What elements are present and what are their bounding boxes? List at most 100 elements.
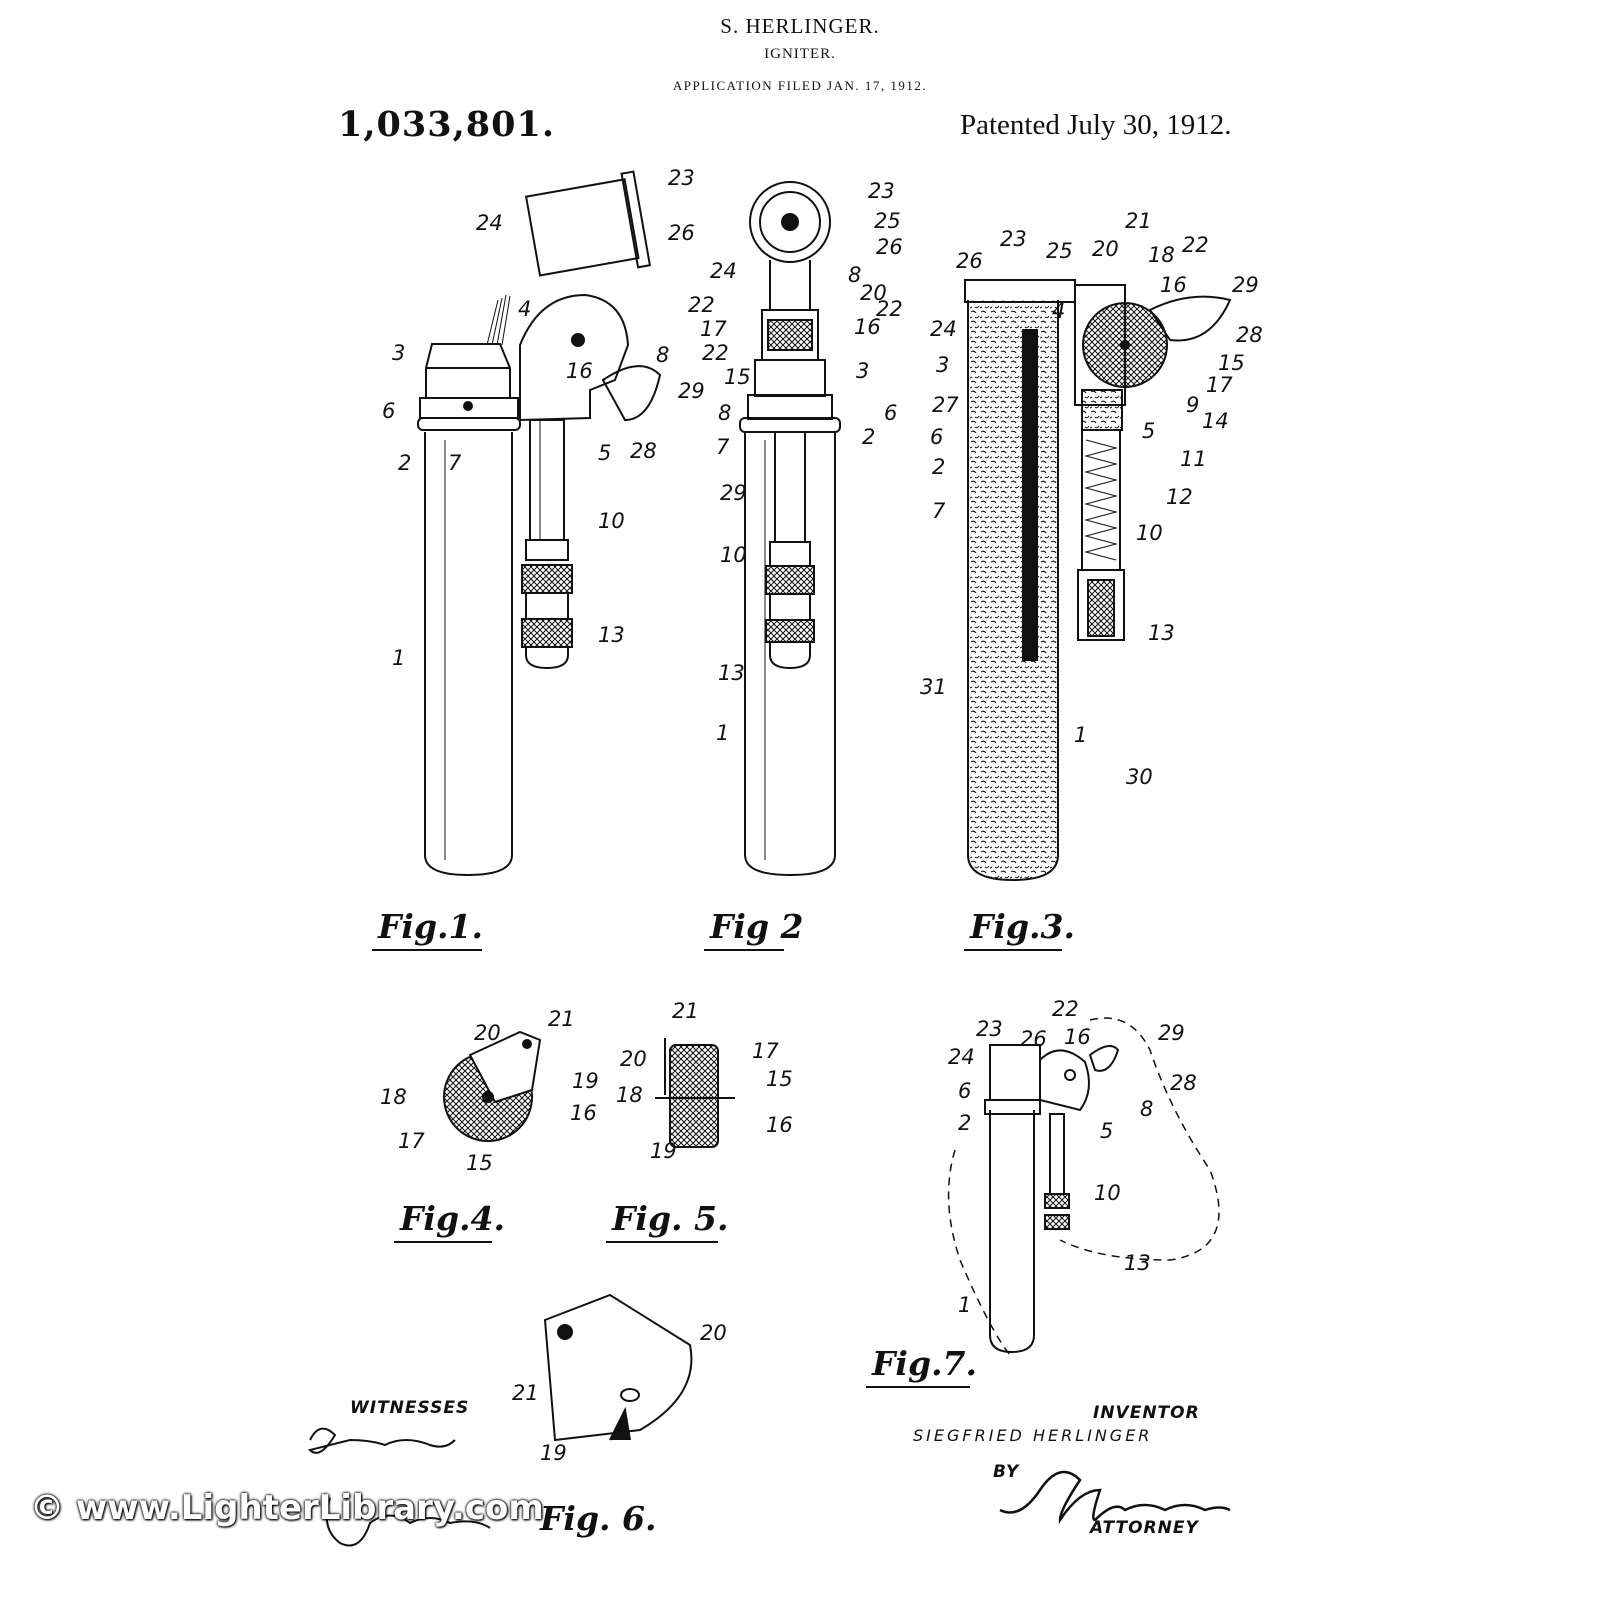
ref-numeral: 28 <box>1236 323 1263 347</box>
ref-numeral: 8 <box>718 401 731 425</box>
caption-underlines <box>372 949 1062 1388</box>
ref-numeral: 29 <box>1232 273 1259 297</box>
ref-numeral: 24 <box>476 211 503 235</box>
ref-numeral: 2 <box>932 455 945 479</box>
ref-numeral: 1 <box>392 646 405 670</box>
ref-numeral: 18 <box>616 1083 643 1107</box>
witness-signatures-image <box>308 1427 491 1547</box>
ref-numeral: 23 <box>976 1017 1003 1041</box>
ref-numeral: 5 <box>1100 1119 1113 1143</box>
ref-numeral: 9 <box>1186 393 1199 417</box>
ref-numeral: 22 <box>688 293 715 317</box>
ref-numeral: 20 <box>1092 237 1119 261</box>
ref-numeral: 10 <box>598 509 625 533</box>
figure-5-drawing <box>655 1038 735 1148</box>
ref-numeral: 23 <box>668 166 695 190</box>
ref-numeral: 16 <box>854 315 881 339</box>
fig-7-caption: Fig.7. <box>871 1344 977 1383</box>
ref-numeral: 21 <box>548 1007 575 1031</box>
figure-4-drawing <box>443 1030 542 1142</box>
ref-numeral: 16 <box>566 359 593 383</box>
ref-numeral: 19 <box>650 1139 677 1163</box>
ref-numeral: 25 <box>1046 239 1073 263</box>
figure-7-drawing <box>947 1017 1220 1356</box>
ref-numeral: 21 <box>672 999 699 1023</box>
ref-numeral: 28 <box>630 439 657 463</box>
ref-numeral: 21 <box>512 1381 539 1405</box>
patent-title: IGNITER. <box>764 46 836 62</box>
ref-numeral: 16 <box>1160 273 1187 297</box>
figure-2-drawing <box>739 181 841 877</box>
figure-1-drawing <box>417 170 662 877</box>
fig-4-caption: Fig.4. <box>399 1199 505 1238</box>
ref-numeral: 26 <box>1020 1027 1047 1051</box>
ref-numeral: 17 <box>752 1039 779 1063</box>
ref-numeral: 6 <box>930 425 943 449</box>
ref-numeral: 29 <box>1158 1021 1185 1045</box>
ref-numeral: 10 <box>1094 1181 1121 1205</box>
ref-numeral: 1 <box>716 721 729 745</box>
ref-numeral: 2 <box>958 1111 971 1135</box>
ref-numeral: 15 <box>1218 351 1245 375</box>
ref-numeral: 26 <box>668 221 695 245</box>
fig3-reference-numerals: 21 23 25 20 18 22 26 16 29 24 4 28 3 15 … <box>920 209 1263 789</box>
ref-numeral: 16 <box>766 1113 793 1137</box>
ref-numeral: 20 <box>860 281 887 305</box>
application-filed-date: APPLICATION FILED JAN. 17, 1912. <box>672 78 928 93</box>
fig7-reference-numerals: 22 23 26 16 29 24 28 6 8 2 5 10 13 1 <box>948 997 1197 1317</box>
fig4-reference-numerals: 21 20 19 18 16 17 15 <box>380 1007 599 1175</box>
ref-numeral: 24 <box>948 1045 975 1069</box>
ref-numeral: 5 <box>1142 419 1155 443</box>
ref-numeral: 29 <box>678 379 705 403</box>
patented-date: Patented July 30, 1912. <box>960 109 1232 141</box>
ref-numeral: 2 <box>862 425 875 449</box>
figure-6-drawing <box>543 1293 693 1442</box>
copyright-watermark: © www.LighterLibrary.com <box>30 1488 544 1528</box>
ref-numeral: 21 <box>1125 209 1152 233</box>
ref-numeral: 8 <box>656 343 669 367</box>
fig-1-caption: Fig.1. <box>377 907 483 946</box>
ref-numeral: 12 <box>1166 485 1193 509</box>
fig1-reference-numerals: 23 24 26 22 4 3 16 8 29 6 28 5 2 7 10 13… <box>382 166 715 670</box>
ref-numeral: 10 <box>1136 521 1163 545</box>
ref-numeral: 13 <box>598 623 625 647</box>
patent-number: 1,033,801. <box>338 104 556 145</box>
ref-numeral: 8 <box>1140 1097 1153 1121</box>
ref-numeral: 7 <box>932 499 946 523</box>
ref-numeral: 3 <box>392 341 405 365</box>
ref-numeral: 27 <box>932 393 959 417</box>
witnesses-label: WITNESSES <box>350 1398 470 1418</box>
attorney-label: ATTORNEY <box>1090 1518 1199 1538</box>
ref-numeral: 3 <box>936 353 949 377</box>
fig-2-caption: Fig 2 <box>709 907 804 946</box>
ref-numeral: 20 <box>700 1321 727 1345</box>
figure-captions: Fig.1. Fig 2 Fig.3. Fig.4. Fig. 5. Fig. … <box>377 907 1075 1538</box>
fig-6-caption: Fig. 6. <box>539 1499 656 1538</box>
ref-numeral: 19 <box>572 1069 599 1093</box>
ref-numeral: 31 <box>920 675 947 699</box>
ref-numeral: 29 <box>720 481 747 505</box>
ref-numeral: 26 <box>956 249 983 273</box>
ref-numeral: 1 <box>958 1293 971 1317</box>
ref-numeral: 8 <box>848 263 861 287</box>
ref-numeral: 19 <box>540 1441 567 1465</box>
ref-numeral: 15 <box>466 1151 493 1175</box>
ref-numeral: 22 <box>876 297 903 321</box>
ref-numeral: 25 <box>874 209 901 233</box>
ref-numeral: 7 <box>716 435 730 459</box>
ref-numeral: 30 <box>1126 765 1153 789</box>
ref-numeral: 22 <box>1052 997 1079 1021</box>
ref-numeral: 20 <box>474 1021 501 1045</box>
ref-numeral: 7 <box>448 451 462 475</box>
inventor-name-header: S. HERLINGER. <box>720 14 880 38</box>
ref-numeral: 17 <box>1206 373 1233 397</box>
ref-numeral: 13 <box>1148 621 1175 645</box>
ref-numeral: 28 <box>1170 1071 1197 1095</box>
ref-numeral: 3 <box>856 359 869 383</box>
ref-numeral: 18 <box>380 1085 407 1109</box>
ref-numeral: 24 <box>710 259 737 283</box>
ref-numeral: 23 <box>1000 227 1027 251</box>
ref-numeral: 14 <box>1202 409 1229 433</box>
fig2-reference-numerals: 23 25 26 24 8 20 22 17 16 22 15 3 8 6 7 … <box>700 179 903 745</box>
